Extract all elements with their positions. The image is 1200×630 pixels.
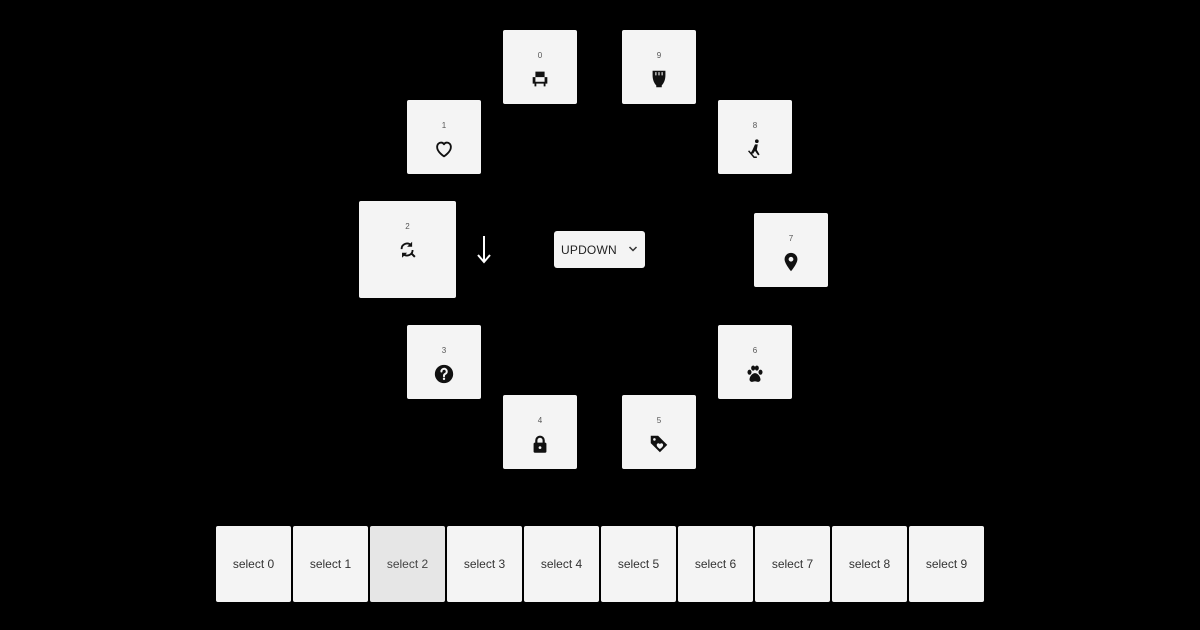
- select-button-row: select 0 select 1 select 2 select 3 sele…: [216, 526, 984, 602]
- dropdown-value: UPDOWN: [561, 242, 617, 257]
- select-button-1[interactable]: select 1: [293, 526, 368, 602]
- select-button-0[interactable]: select 0: [216, 526, 291, 602]
- glove-icon: [648, 68, 670, 90]
- chevron-down-icon: [628, 244, 638, 254]
- carousel-card-8[interactable]: 8: [718, 100, 792, 174]
- arrow-down-icon: [474, 234, 494, 266]
- select-button-5[interactable]: select 5: [601, 526, 676, 602]
- card-number: 5: [656, 416, 662, 425]
- carousel-card-3[interactable]: 3: [407, 325, 481, 399]
- card-number: 4: [537, 416, 543, 425]
- carousel-card-0[interactable]: 0: [503, 30, 577, 104]
- select-button-7[interactable]: select 7: [755, 526, 830, 602]
- heart-outline-icon: [433, 138, 455, 160]
- person-hockey-icon: [744, 138, 766, 160]
- armchair-icon: [529, 68, 551, 90]
- card-number: 2: [405, 222, 410, 231]
- carousel-card-5[interactable]: 5: [622, 395, 696, 469]
- card-number: 0: [537, 51, 543, 60]
- select-button-6[interactable]: select 6: [678, 526, 753, 602]
- select-button-2[interactable]: select 2: [370, 526, 445, 602]
- carousel-card-2[interactable]: 2: [359, 201, 456, 298]
- select-button-9[interactable]: select 9: [909, 526, 984, 602]
- lock-icon: [529, 433, 551, 455]
- direction-dropdown[interactable]: UPDOWN: [554, 231, 645, 268]
- card-number: 1: [441, 121, 447, 130]
- question-circle-icon: [433, 363, 455, 385]
- carousel-card-6[interactable]: 6: [718, 325, 792, 399]
- carousel-card-9[interactable]: 9: [622, 30, 696, 104]
- carousel-card-7[interactable]: 7: [754, 213, 828, 287]
- card-number: 9: [656, 51, 662, 60]
- card-number: 7: [788, 234, 794, 243]
- paw-icon: [744, 363, 766, 385]
- card-number: 3: [441, 346, 447, 355]
- card-number: 6: [752, 346, 758, 355]
- tag-heart-icon: [648, 433, 670, 455]
- select-button-3[interactable]: select 3: [447, 526, 522, 602]
- carousel-card-1[interactable]: 1: [407, 100, 481, 174]
- select-button-4[interactable]: select 4: [524, 526, 599, 602]
- map-pin-icon: [780, 251, 802, 273]
- refresh-search-icon: [397, 239, 419, 261]
- carousel-card-4[interactable]: 4: [503, 395, 577, 469]
- card-number: 8: [752, 121, 758, 130]
- select-button-8[interactable]: select 8: [832, 526, 907, 602]
